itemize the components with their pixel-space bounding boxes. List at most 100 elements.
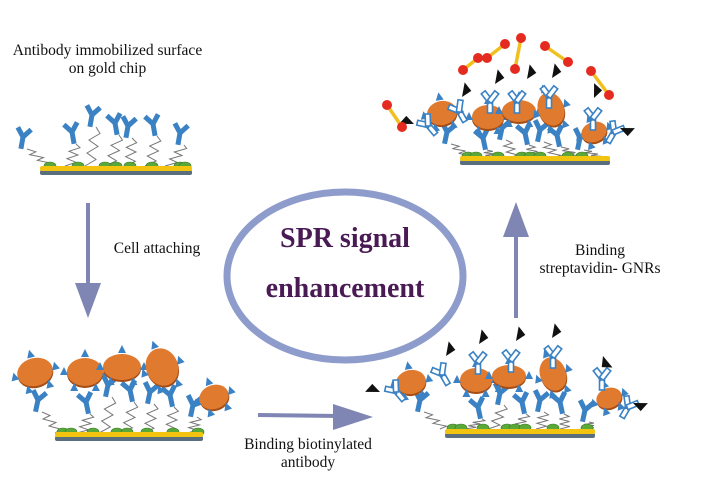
cell-icon [535, 349, 573, 399]
gold-layer [460, 156, 610, 161]
biotin-icon [516, 326, 526, 341]
antibody-icon [539, 84, 559, 109]
chip-base [460, 160, 610, 165]
biotin-icon [527, 64, 537, 79]
gold-nanorod-icon [482, 39, 510, 63]
linker [463, 418, 487, 430]
gold-layer [40, 166, 192, 171]
step-label-line2: on gold chip [68, 59, 147, 77]
linker [84, 126, 101, 167]
center-title-line2: enhancement [265, 273, 425, 304]
antibody-icon [142, 381, 161, 405]
antibody-icon [15, 126, 33, 150]
cell-icon [194, 377, 236, 418]
chip-base [55, 436, 203, 441]
linker [535, 411, 550, 430]
biotin-icon [552, 63, 562, 78]
antibody-icon [532, 389, 551, 413]
antibody-icon [120, 115, 138, 139]
biotin-icon [620, 128, 635, 137]
gold-nanorod-icon [586, 66, 614, 100]
gold-nanorod-icon [540, 41, 573, 67]
arrow-right [257, 404, 373, 430]
antibody-icon [159, 384, 178, 408]
antibody-icon [592, 366, 612, 391]
step-label-line2: streptavidin- GNRs [539, 259, 661, 277]
antibody-icon [501, 348, 521, 373]
linker [541, 141, 563, 159]
biotin-icon [594, 83, 603, 98]
panel-antibody-surface [15, 104, 192, 175]
linker [104, 134, 124, 167]
step-label-antibody-surface: Antibody immobilized surface on gold chi… [0, 42, 215, 78]
biotin-icon [462, 82, 472, 97]
arrow-down [75, 203, 101, 318]
step-label-binding-biotinylated: Binding biotinylated antibody [228, 436, 388, 472]
cell-icon [485, 356, 533, 392]
chip-base [445, 433, 595, 438]
antibody-icon [511, 391, 530, 415]
linker [142, 403, 159, 434]
panel-biotinylated [365, 323, 648, 438]
cell-icon [11, 349, 60, 395]
gold-layer [445, 429, 595, 434]
gold-layer [55, 432, 203, 437]
center-ellipse [223, 188, 467, 364]
step-label-line1: Binding biotinylated [244, 436, 372, 453]
antibody-icon [172, 122, 190, 146]
panel-cell-attached [11, 340, 236, 441]
linker [487, 404, 508, 430]
linker [583, 421, 595, 430]
antibody-icon [383, 379, 407, 403]
antibody-icon [543, 344, 563, 369]
step-label-cell-attaching: Cell attaching [97, 240, 217, 258]
antibody-icon [415, 113, 439, 137]
step-label-line1: Antibody immobilized surface [12, 42, 203, 59]
gold-nanorod-icon [458, 53, 483, 75]
cell-icon [96, 345, 148, 385]
antibody-icon [467, 396, 486, 420]
antibody-icon [507, 89, 527, 114]
antibody-icon [143, 113, 161, 137]
biotin-icon [479, 329, 489, 344]
biotin-icon [552, 323, 562, 338]
linker [501, 139, 520, 159]
biotin-icon [365, 383, 380, 392]
linker [423, 411, 449, 430]
biotin-icon [446, 341, 456, 356]
biotin-icon [633, 403, 648, 412]
biotin-icon [601, 356, 613, 368]
gold-nanorod-icon [382, 100, 407, 132]
linker [559, 413, 571, 430]
cell-icon [141, 340, 185, 395]
antibody-icon [446, 98, 469, 124]
antibody-icon [583, 106, 603, 131]
chip-base [40, 170, 192, 175]
step-label-line1: Cell attaching [113, 240, 201, 257]
antibody-icon [119, 379, 138, 403]
antibody-icon [514, 122, 533, 146]
biotin-icon [399, 115, 414, 124]
antibody-icon [604, 119, 627, 145]
cell-icon [453, 359, 499, 397]
antibody-icon [30, 389, 49, 413]
biotin-icon [495, 69, 505, 84]
antibody-icon [480, 89, 500, 114]
panel-streptavidin-gnrs [382, 33, 635, 165]
antibody-icon [75, 391, 94, 415]
antibody-icon [62, 121, 80, 145]
antibody-icon [84, 104, 102, 128]
arrow-up [503, 202, 529, 318]
linker [124, 137, 138, 167]
antibody-icon [429, 361, 452, 387]
linker [120, 401, 139, 434]
antibody-icon [468, 350, 488, 375]
cell-icon [60, 349, 110, 391]
linker [98, 396, 117, 434]
center-title: SPR signal enhancement [230, 214, 460, 314]
step-label-binding-streptavidin: Binding streptavidin- GNRs [520, 242, 680, 278]
step-label-line1: Binding [575, 242, 625, 259]
center-title-line1: SPR signal [280, 223, 410, 254]
